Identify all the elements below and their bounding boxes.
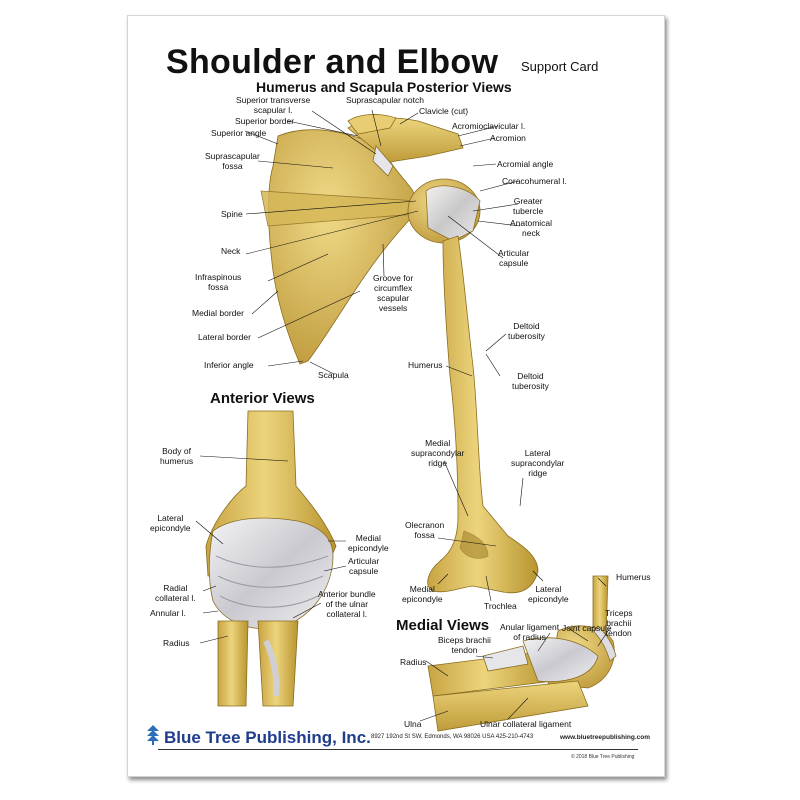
label-ulna: Ulna <box>404 719 422 729</box>
label-joint-capsule: Joint capsule <box>562 623 612 633</box>
label-spine: Spine <box>221 209 243 219</box>
blue-tree-logo-icon <box>146 724 160 751</box>
label-radius-anterior: Radius <box>163 638 190 648</box>
title-suffix: Support Card <box>521 59 599 74</box>
footer-divider <box>158 749 638 750</box>
label-ulnar-collateral-ligament: Ulnar collateral ligament <box>480 719 572 729</box>
elbow-anterior <box>205 410 337 707</box>
leader-lines <box>195 109 611 722</box>
publisher-address: 8927 192nd St SW, Edmonds, WA 98026 USA … <box>371 734 534 740</box>
label-medial-border: Medial border <box>192 308 244 318</box>
label-suprascapular-notch: Suprascapular notch <box>346 95 424 105</box>
section-medial-views: Medial Views <box>396 617 490 634</box>
label-acromion: Acromion <box>490 133 526 143</box>
label-lateral-border: Lateral border <box>198 332 251 342</box>
label-acromioclavicular: Acromioclavicular l. <box>452 121 526 131</box>
page-title: Shoulder and Elbow <box>166 43 499 81</box>
publisher-brand: Blue Tree Publishing, Inc. <box>146 724 371 751</box>
label-clavicle: Clavicle (cut) <box>419 106 469 116</box>
copyright: © 2018 Blue Tree Publishing <box>571 754 635 760</box>
label-scapula: Scapula <box>318 370 349 380</box>
label-superior-angle: Superior angle <box>211 128 267 138</box>
label-superior-border: Superior border <box>235 116 295 126</box>
label-inferior-angle: Inferior angle <box>204 360 254 370</box>
section-subtitle: Humerus and Scapula Posterior Views <box>256 79 512 95</box>
label-acromial-angle: Acromial angle <box>497 159 554 169</box>
section-anterior-views: Anterior Views <box>210 390 315 407</box>
publisher-name: Blue Tree Publishing, Inc. <box>164 727 371 747</box>
label-humerus-posterior: Humerus <box>408 360 443 370</box>
label-trochlea: Trochlea <box>484 601 517 611</box>
label-humerus-medial: Humerus <box>616 572 651 582</box>
anatomy-illustration <box>195 109 617 732</box>
label-coracohumeral: Coracohumeral l. <box>502 176 567 186</box>
label-radius-medial: Radius <box>400 657 427 667</box>
elbow-medial <box>427 575 617 732</box>
support-card: Shoulder and Elbow Support Card Humerus … <box>127 15 665 777</box>
publisher-website: www.bluetreepublishing.com <box>560 734 651 741</box>
label-annular-ligament: Annular l. <box>150 608 186 618</box>
label-neck: Neck <box>221 246 241 256</box>
